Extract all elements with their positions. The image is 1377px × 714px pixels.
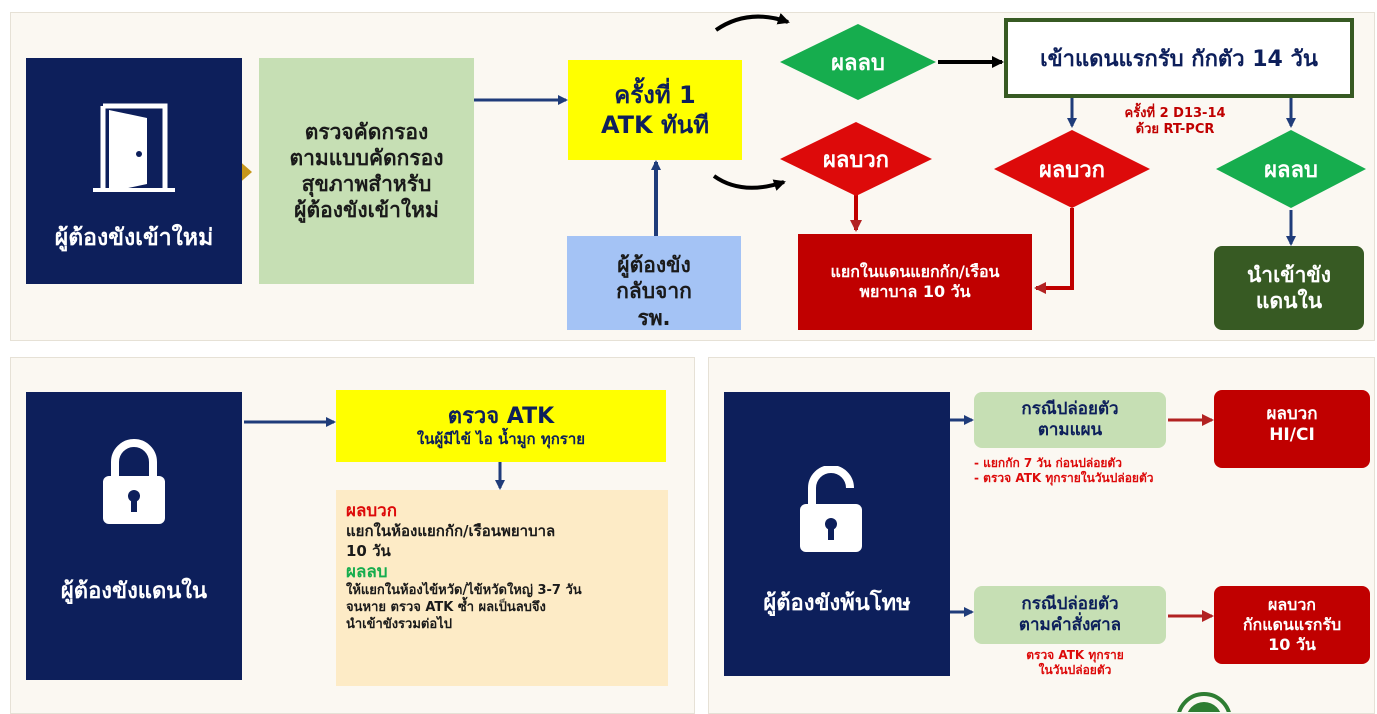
inner-inmate-box: ผู้ต้องขังแดนใน [26, 392, 242, 680]
curve-arrow-lower [712, 174, 786, 191]
plan-release-line: กรณีปล่อยตัว [1021, 398, 1119, 419]
positive-diamond [780, 122, 932, 196]
plan-note: - แยกกัก 7 วัน ก่อนปล่อยตัว [974, 456, 1122, 470]
returning-line: รพ. [637, 305, 671, 330]
negative-diamond [780, 24, 936, 100]
returning-box: ผู้ต้องขัง กลับจาก รพ. [567, 236, 741, 330]
negative-label: ผลลบ [831, 50, 885, 76]
atk-first-box: ครั้งที่ 1 ATK ทันที [568, 60, 742, 160]
court-note: ในวันปล่อยตัว [1038, 663, 1112, 677]
positive-quarantine-box: ผลบวก กักแดนแรกรับ 10 วัน [1214, 586, 1370, 664]
result-positive-title: ผลบวก [346, 501, 398, 521]
second-test-line: ครั้งที่ 2 D13-14 [1124, 106, 1226, 121]
into-inner-box: นำเข้าขัง แดนใน [1214, 246, 1364, 330]
inner-inmate-label: ผู้ต้องขังแดนใน [60, 579, 208, 604]
curve-arrow-upper [714, 13, 790, 32]
atk-check-sub: ในผู้มีไข้ ไอ น้ำมูก ทุกราย [416, 430, 586, 449]
into-inner-line: แดนใน [1255, 289, 1323, 313]
lock-icon [103, 439, 165, 524]
positive2-diamond [994, 130, 1150, 208]
first-quarantine-box: เข้าแดนแรกรับ กักตัว 14 วัน [1004, 18, 1354, 98]
arrow-positive2-to-isolate [1034, 208, 1074, 294]
isolate-line: พยาบาล 10 วัน [859, 282, 971, 301]
returning-line: ผู้ต้องขัง [617, 253, 691, 277]
plan-notes: - แยกกัก 7 วัน ก่อนปล่อยตัว - ตรวจ ATK ท… [974, 456, 1214, 486]
screening-box: ตรวจคัดกรอง ตามแบบคัดกรอง สุขภาพสำหรับ ผ… [259, 58, 474, 284]
court-release-box: กรณีปล่อยตัว ตามคำสั่งศาล [974, 586, 1166, 644]
court-notes: ตรวจ ATK ทุกราย ในวันปล่อยตัว [990, 648, 1160, 678]
court-note: ตรวจ ATK ทุกราย [1026, 648, 1124, 662]
plan-release-line: ตามแผน [1037, 420, 1103, 440]
screening-line: ผู้ต้องขังเข้าใหม่ [294, 198, 439, 223]
results-box: ผลบวก แยกในห้องแยกกัก/เรือนพยาบาล 10 วัน… [336, 490, 668, 686]
positive-quarantine-line: 10 วัน [1268, 635, 1316, 654]
result-positive-line: แยกในห้องแยกกัก/เรือนพยาบาล [346, 522, 556, 541]
result-negative-line: ให้แยกในห้องไข้หวัด/ไข้หวัดใหญ่ 3-7 วัน [346, 583, 582, 599]
returning-line: กลับจาก [616, 279, 692, 304]
first-quarantine-label: เข้าแดนแรกรับ กักตัว 14 วัน [1040, 46, 1318, 72]
isolate-box: แยกในแดนแยกกัก/เรือน พยาบาล 10 วัน [798, 234, 1032, 330]
screening-line: สุขภาพสำหรับ [301, 172, 432, 196]
atk-first-line: ATK ทันที [600, 111, 710, 139]
atk-check-box: ตรวจ ATK ในผู้มีไข้ ไอ น้ำมูก ทุกราย [336, 390, 666, 462]
second-test-note: ครั้งที่ 2 D13-14 ด้วย RT-PCR [1112, 106, 1238, 139]
atk-first-line: ครั้งที่ 1 [614, 81, 696, 109]
positive2-label: ผลบวก [1038, 157, 1105, 183]
unlock-icon [800, 466, 862, 552]
court-release-line: กรณีปล่อยตัว [1021, 593, 1119, 614]
negative2-label: ผลลบ [1264, 157, 1318, 183]
result-negative-title: ผลลบ [346, 562, 388, 583]
result-positive-line: 10 วัน [346, 541, 391, 560]
positive-quarantine-line: กักแดนแรกรับ [1242, 615, 1342, 634]
negative2-diamond [1216, 130, 1366, 208]
new-inmate-box: ผู้ต้องขังเข้าใหม่ [26, 58, 242, 284]
door-icon [93, 103, 175, 192]
second-test-line: ด้วย RT-PCR [1135, 122, 1215, 138]
plan-note: - ตรวจ ATK ทุกรายในวันปล่อยตัว [974, 471, 1154, 485]
released-inmate-box: ผู้ต้องขังพ้นโทษ [724, 392, 950, 676]
atk-check-title: ตรวจ ATK [447, 403, 555, 429]
court-release-line: ตามคำสั่งศาล [1018, 615, 1122, 635]
result-negative-line: จนหาย ตรวจ ATK ซ้ำ ผลเป็นลบจึง [346, 600, 546, 616]
screening-line: ตรวจคัดกรอง [304, 119, 429, 144]
positive-hi-line: HI/CI [1269, 425, 1315, 446]
isolate-line: แยกในแดนแยกกัก/เรือน [830, 262, 1000, 281]
result-negative-line: นำเข้าขังรวมต่อไป [346, 616, 452, 632]
plan-release-box: กรณีปล่อยตัว ตามแผน [974, 392, 1166, 448]
positive-hi-line: ผลบวก [1266, 404, 1318, 424]
screening-line: ตามแบบคัดกรอง [289, 145, 444, 170]
into-inner-line: นำเข้าขัง [1246, 262, 1332, 287]
emblem-logo [1177, 692, 1231, 712]
new-inmate-label: ผู้ต้องขังเข้าใหม่ [54, 225, 214, 251]
positive-hi-box: ผลบวก HI/CI [1214, 390, 1370, 468]
released-inmate-label: ผู้ต้องขังพ้นโทษ [763, 591, 911, 616]
positive-label: ผลบวก [822, 147, 889, 173]
positive-quarantine-line: ผลบวก [1267, 595, 1316, 614]
